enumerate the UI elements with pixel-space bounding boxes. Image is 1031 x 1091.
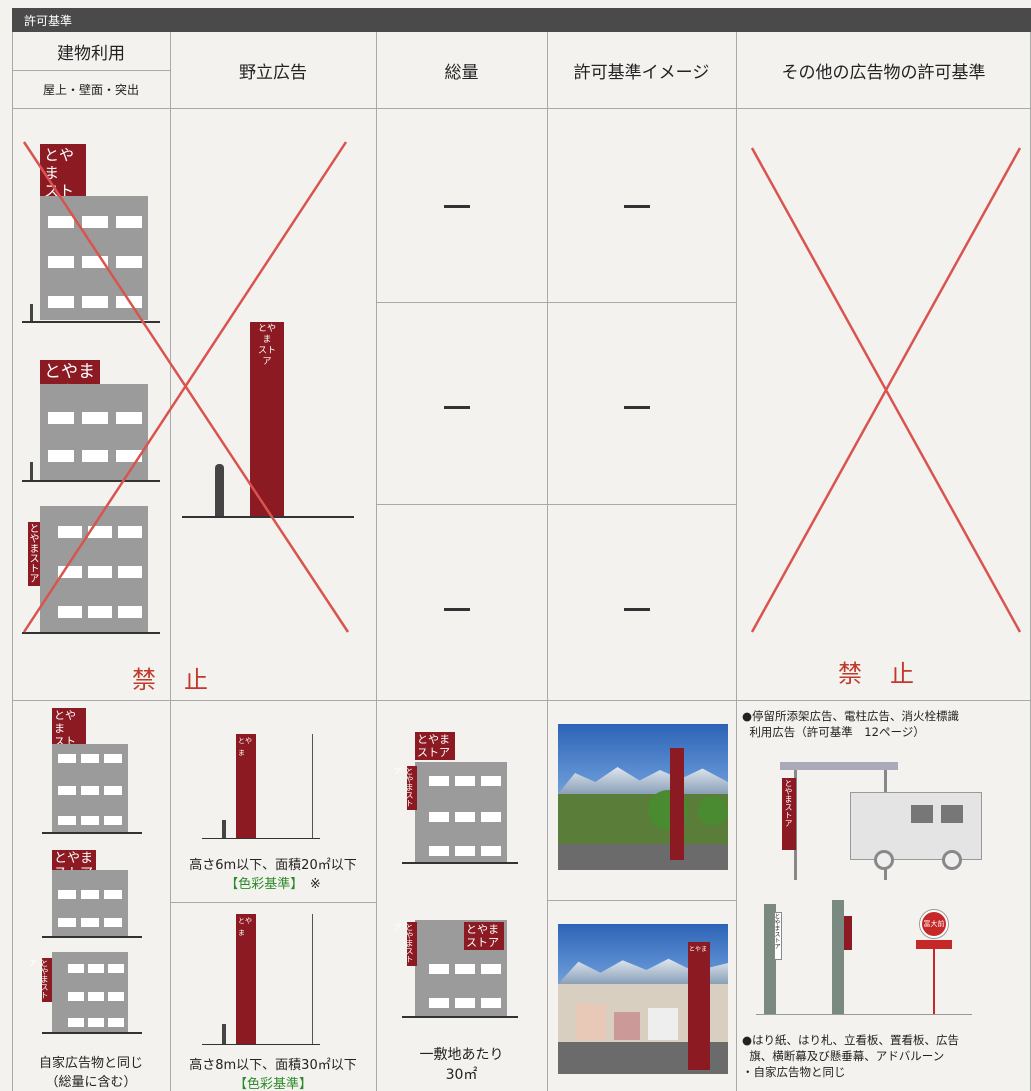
pole-sign (844, 916, 852, 950)
person-figure (30, 462, 33, 480)
section-title: 許可基準 (24, 14, 73, 28)
header-building-use-sub: 屋上・壁面・突出 (42, 82, 139, 97)
busstop-roof (780, 762, 898, 770)
pole-label: とやまストア (774, 912, 782, 960)
bus-wheel (874, 850, 894, 870)
row-line (376, 504, 736, 505)
header-building-use: 建物利用 (57, 43, 125, 64)
section-title-bar: 許可基準 (12, 8, 1031, 32)
prohibited-label: 禁止 (838, 660, 942, 688)
ground-line (22, 632, 160, 634)
bus-wheel (942, 850, 962, 870)
none-mark (444, 205, 470, 208)
utility-pole (832, 900, 844, 1014)
height-dimension-line (312, 734, 313, 838)
round-sign-plate (916, 940, 952, 949)
freestanding-2-caption: 高さ8m以下、面積30㎡以下【色彩基準】 (189, 1058, 357, 1091)
ground-line (402, 862, 518, 864)
freestanding-1-caption: 高さ6m以下、面積20㎡以下【色彩基準】 ※ (189, 858, 357, 892)
height-dimension-line (312, 914, 313, 1044)
row-line (12, 108, 1031, 109)
person-figure (222, 820, 226, 838)
person-figure (30, 304, 33, 321)
col-line (376, 32, 377, 1091)
header-image: 許可基準イメージ (573, 62, 710, 83)
freestanding-sign: とやまストア (250, 322, 284, 518)
row-line (170, 902, 376, 903)
ground-line (22, 321, 160, 323)
prohibited-label: 禁止 (132, 666, 236, 694)
header-total: 総量 (444, 62, 479, 83)
ground-line (182, 516, 354, 518)
freestanding-sign: とやま (688, 942, 710, 1070)
row-line (12, 70, 170, 71)
person-figure (222, 1024, 226, 1044)
row-line (376, 302, 736, 303)
ground-line (42, 936, 142, 938)
building-caption: 自家広告物と同じ（総量に含む） (38, 1056, 143, 1090)
store-sign: とやまストア (27, 522, 40, 586)
other-note-1: ●停留所添架広告、電柱広告、消火栓標識 利用広告（許可基準 12ページ） (742, 709, 960, 739)
person-figure (215, 464, 224, 516)
none-mark (444, 406, 470, 409)
header-other: その他の広告物の許可基準 (781, 62, 986, 83)
header-freestanding: 野立広告 (239, 62, 307, 83)
store-sign: とやまストア (393, 766, 417, 810)
building-illustration (40, 384, 148, 480)
bus-illustration (850, 792, 982, 860)
none-mark (624, 205, 650, 208)
ground-line (402, 1016, 518, 1018)
building-illustration (415, 762, 507, 862)
ground-line (42, 1032, 142, 1034)
store-sign: とやまストア (28, 958, 52, 1002)
cityscape-photo: とやま (558, 924, 728, 1074)
freestanding-sign: とやま (236, 914, 256, 1044)
busstop-sign: とやまストア (782, 778, 796, 850)
store-sign: とやまストア (464, 922, 504, 950)
ground-line (42, 832, 142, 834)
building-illustration (40, 196, 148, 320)
utility-pole (764, 904, 776, 1014)
ground-line (756, 1014, 972, 1015)
col-line (547, 32, 548, 1091)
building-illustration (52, 870, 128, 936)
col-line (736, 32, 737, 1091)
ground-line (22, 480, 160, 482)
store-sign: とやまストア (415, 732, 455, 760)
building-illustration (52, 952, 128, 1032)
other-note-2: ●はり紙、はり札、立看板、置看板、広告 旗、横断幕及び懸垂幕、アドバルーン・自家… (742, 1033, 960, 1079)
col-line (170, 32, 171, 1091)
freestanding-sign (670, 748, 684, 860)
none-mark (624, 406, 650, 409)
round-sign: 富大前 (920, 910, 948, 938)
row-line (547, 900, 736, 901)
prohibited-cross (22, 141, 350, 633)
freestanding-sign: とやま (236, 734, 256, 838)
none-mark (444, 608, 470, 611)
building-illustration (52, 744, 128, 832)
criteria-table: 建物利用 屋上・壁面・突出 野立広告 総量 許可基準イメージ その他の広告物の許… (12, 32, 1031, 1091)
ground-line (202, 1044, 320, 1045)
store-sign: とやまストア (393, 922, 417, 966)
round-sign-post (933, 949, 935, 1015)
col-line (12, 32, 13, 1091)
prohibited-cross (750, 147, 1022, 633)
none-mark (624, 608, 650, 611)
landscape-photo (558, 724, 728, 870)
ground-line (202, 838, 320, 839)
row-line (12, 700, 1031, 701)
